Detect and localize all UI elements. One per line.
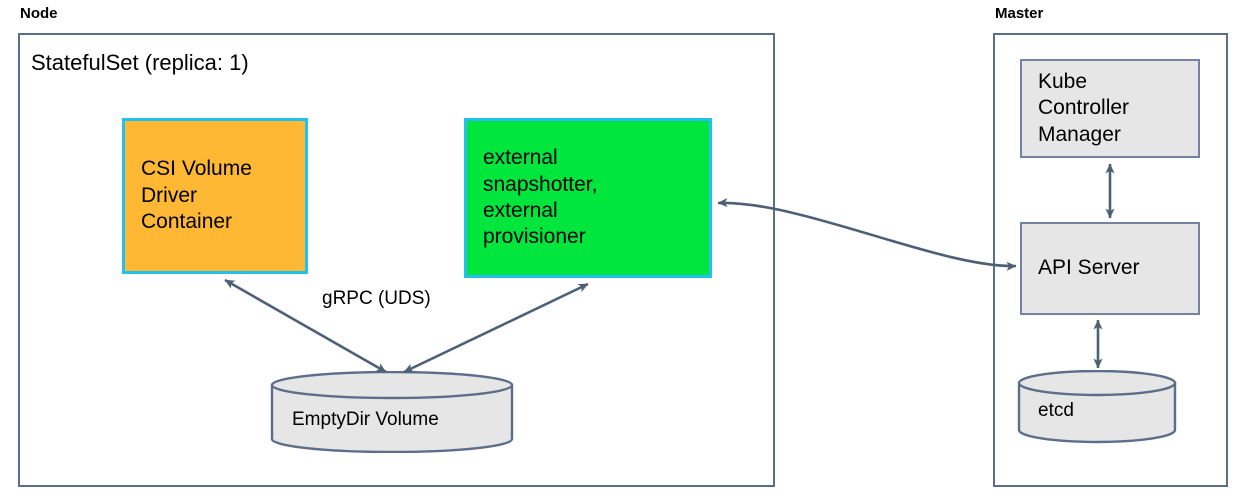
csi-box-line-2: Driver	[141, 183, 197, 207]
kube-controller-manager-box[interactable]: Kube Controller Manager	[1020, 59, 1200, 158]
statefulset-title: StatefulSet (replica: 1)	[31, 50, 249, 75]
emptydir-volume-shape	[270, 370, 514, 454]
kcm-line-2: Controller	[1038, 96, 1130, 120]
kcm-line-1: Kube	[1038, 69, 1088, 93]
external-box-line-2: snapshotter,	[483, 172, 598, 196]
api-server-box[interactable]: API Server	[1020, 222, 1200, 315]
etcd-label: etcd	[1038, 400, 1074, 421]
grpc-uds-edge-label: gRPC (UDS)	[322, 288, 431, 309]
master-group-label: Master	[995, 5, 1044, 22]
emptydir-volume-cylinder[interactable]	[270, 370, 514, 454]
csi-volume-driver-container-box[interactable]: CSI Volume Driver Container	[122, 118, 308, 274]
csi-box-line-1: CSI Volume	[141, 157, 252, 181]
node-group-label: Node	[20, 5, 58, 22]
api-server-label: API Server	[1038, 256, 1140, 280]
emptydir-volume-label: EmptyDir Volume	[292, 409, 439, 430]
external-snapshotter-provisioner-box[interactable]: external snapshotter, external provision…	[464, 118, 712, 278]
external-box-line-4: provisioner	[483, 225, 586, 249]
external-box-line-1: external	[483, 146, 558, 170]
etcd-cylinder[interactable]	[1017, 369, 1177, 444]
etcd-shape	[1017, 369, 1177, 444]
external-box-line-3: external	[483, 199, 558, 222]
kcm-line-3: Manager	[1038, 122, 1121, 146]
csi-box-line-3: Container	[141, 210, 233, 234]
